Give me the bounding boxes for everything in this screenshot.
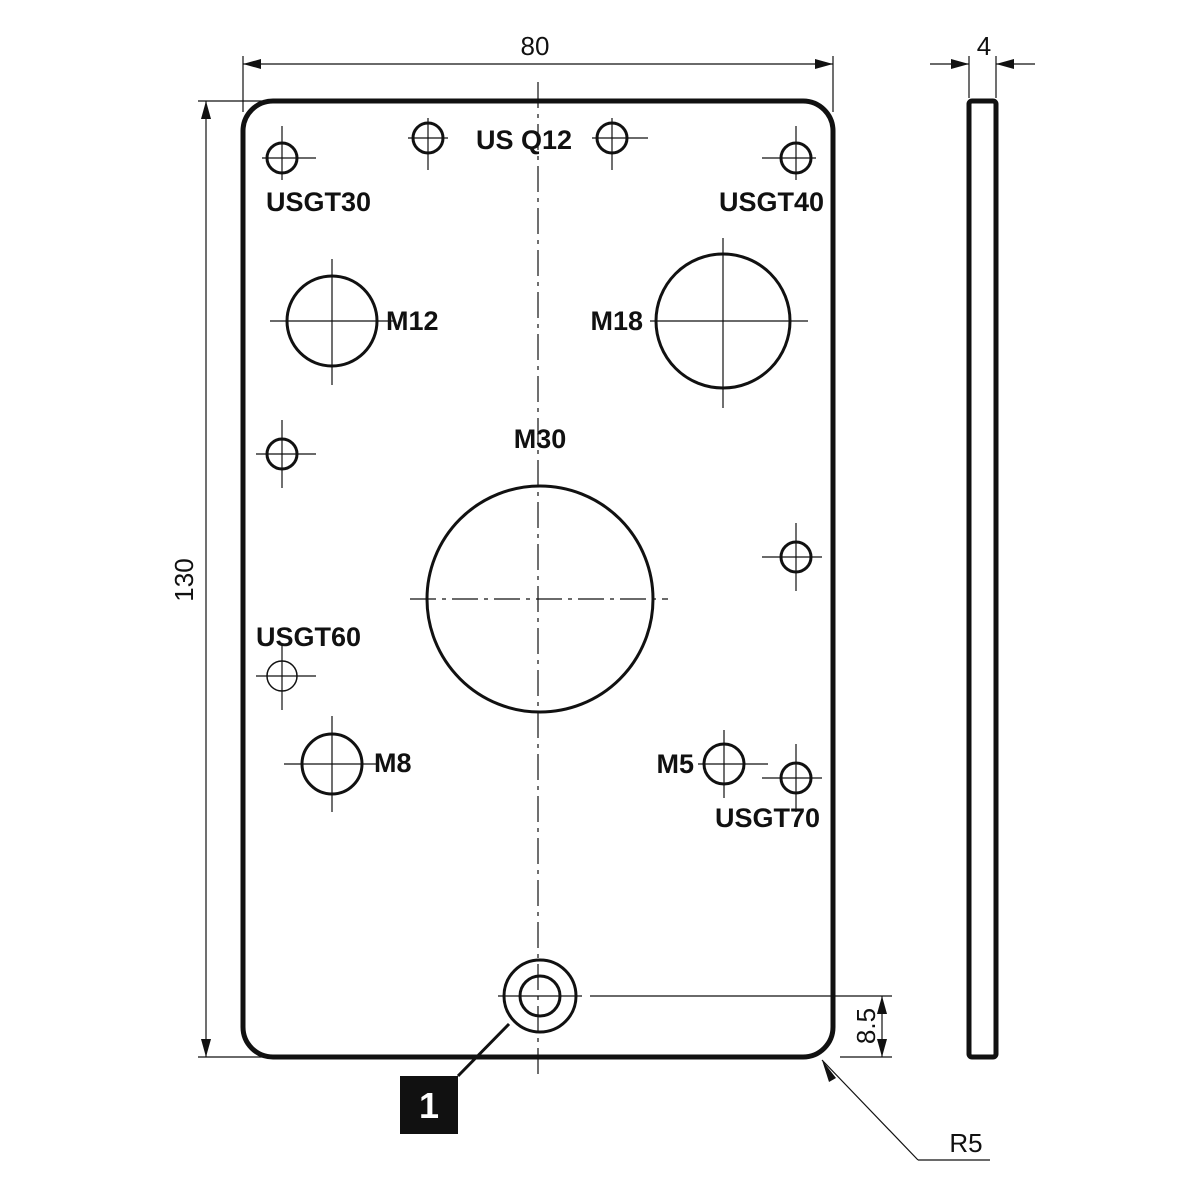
label-m18: M18 — [590, 306, 643, 336]
dimension-thickness-value: 4 — [977, 31, 991, 61]
hole-left-small — [256, 420, 316, 488]
hole-usgt30 — [262, 126, 316, 180]
side-view-profile — [966, 98, 999, 1060]
label-m5: M5 — [656, 749, 694, 779]
hole-bottom-counterbore — [498, 958, 582, 1034]
callout-badge — [400, 1076, 458, 1134]
hole-us-q12-left — [408, 118, 448, 170]
label-us-q12: US Q12 — [476, 125, 572, 155]
callout-number: 1 — [419, 1085, 439, 1126]
dimension-height-value: 130 — [169, 558, 199, 601]
dimension-width — [242, 56, 834, 112]
dimension-width-value: 80 — [521, 31, 550, 61]
label-usgt40: USGT40 — [719, 187, 824, 217]
hole-m8 — [284, 716, 378, 812]
hole-usgt70 — [762, 744, 822, 812]
dimension-thickness — [930, 56, 1035, 98]
hole-usgt40 — [762, 126, 816, 180]
label-m8: M8 — [374, 748, 412, 778]
hole-m5 — [698, 730, 768, 798]
corner-radius-leader — [821, 1059, 990, 1161]
callout-leader — [456, 1022, 511, 1078]
hole-m12 — [270, 259, 394, 385]
label-usgt30: USGT30 — [266, 187, 371, 217]
hole-m18 — [650, 238, 808, 408]
corner-radius-value: R5 — [949, 1128, 982, 1158]
label-m30: M30 — [514, 424, 567, 454]
hole-right-small — [762, 523, 822, 591]
label-usgt60: USGT60 — [256, 622, 361, 652]
label-usgt70: USGT70 — [715, 803, 820, 833]
dimension-height — [198, 100, 272, 1058]
hole-usgt60 — [256, 644, 316, 710]
label-m12: M12 — [386, 306, 439, 336]
hole-us-q12-right — [592, 118, 648, 170]
dimension-edge-offset-value: 8.5 — [851, 1008, 881, 1044]
dimension-edge-offset — [590, 995, 892, 1058]
hole-m30 — [410, 484, 668, 714]
